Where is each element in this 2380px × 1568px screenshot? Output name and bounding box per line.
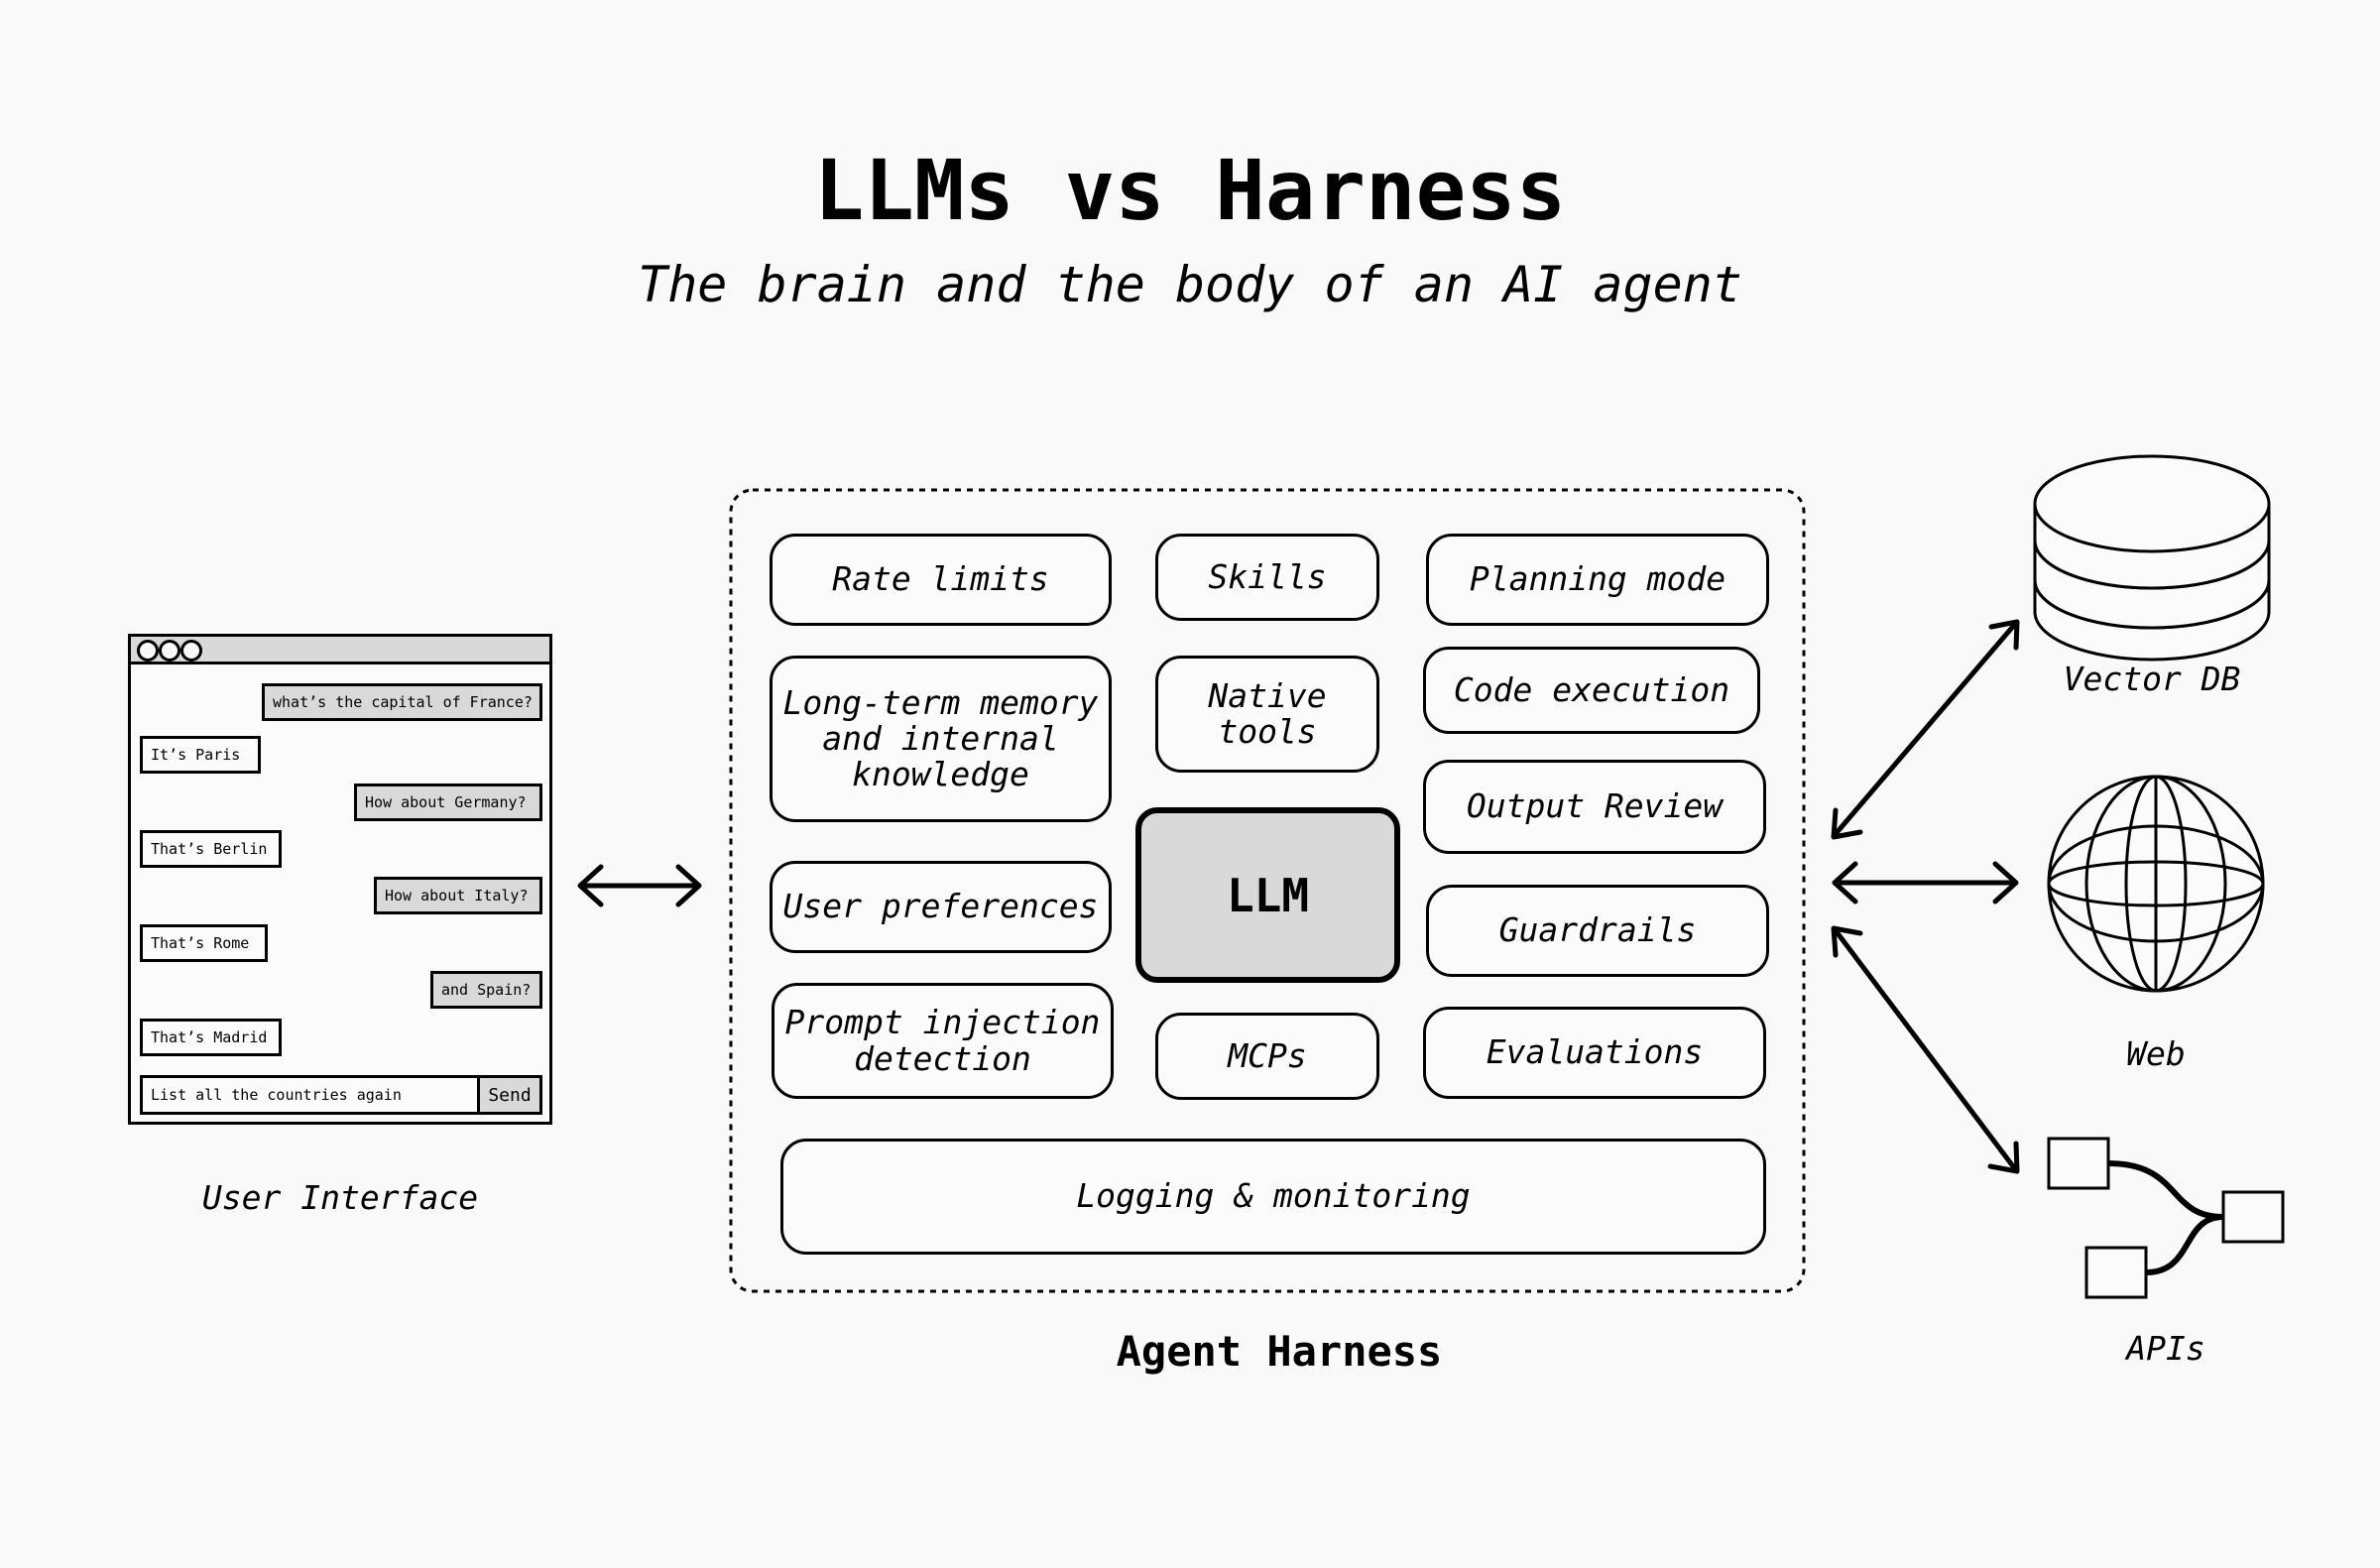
user-preferences-box: User preferences (770, 861, 1112, 953)
output-review-box: Output Review (1423, 760, 1766, 854)
chat-message-user: and Spain? (430, 971, 542, 1009)
agent-harness-label: Agent Harness (1116, 1327, 1443, 1376)
send-button[interactable]: Send (477, 1075, 542, 1115)
user-interface-label: User Interface (201, 1178, 479, 1217)
globe-icon (2047, 775, 2265, 993)
planning-mode-box: Planning mode (1426, 534, 1769, 626)
chat-message-user: what’s the capital of France? (262, 683, 542, 721)
logging-monitoring-box: Logging & monitoring (780, 1139, 1766, 1255)
long-term-memory-box: Long-term memory and internal knowledge (770, 656, 1112, 822)
chat-message-assistant: That’s Berlin (140, 830, 282, 868)
chat-message-user: How about Germany? (354, 784, 542, 821)
chat-input-field[interactable]: List all the countries again (140, 1075, 480, 1115)
api-nodes-icon (2047, 1137, 2285, 1299)
chat-message-assistant: That’s Madrid (140, 1019, 282, 1056)
window-dot-icon (159, 640, 180, 662)
window-title-bar (131, 637, 549, 664)
harness-apis-arrow (1831, 925, 2020, 1174)
chat-window: what’s the capital of France? It’s Paris… (128, 634, 552, 1125)
harness-border (729, 488, 1806, 1293)
guardrails-box: Guardrails (1426, 885, 1769, 977)
window-dot-icon (180, 640, 202, 662)
native-tools-box: Native tools (1155, 656, 1379, 773)
llm-label: LLM (1226, 868, 1310, 922)
database-icon (2033, 454, 2271, 662)
skills-box: Skills (1155, 534, 1379, 621)
mcps-box: MCPs (1155, 1013, 1379, 1100)
chat-message-assistant: That’s Rome (140, 924, 268, 962)
ui-harness-arrow (577, 864, 702, 907)
harness-vectordb-arrow (1831, 619, 2020, 840)
llm-core-box: LLM (1135, 807, 1400, 983)
window-dot-icon (137, 640, 159, 662)
web-label: Web (2126, 1034, 2186, 1073)
evaluations-box: Evaluations (1423, 1007, 1766, 1099)
apis-label: APIs (2126, 1329, 2205, 1368)
vector-db-label: Vector DB (2063, 660, 2241, 698)
prompt-injection-box: Prompt injection detection (772, 983, 1114, 1099)
page-title: LLMs vs Harness (813, 142, 1567, 239)
code-execution-box: Code execution (1423, 647, 1760, 734)
harness-web-arrow (1832, 861, 2019, 905)
page-subtitle: The brain and the body of an AI agent (638, 256, 1742, 313)
chat-message-assistant: It’s Paris (140, 736, 261, 774)
rate-limits-box: Rate limits (770, 534, 1112, 626)
chat-message-user: How about Italy? (374, 877, 542, 914)
